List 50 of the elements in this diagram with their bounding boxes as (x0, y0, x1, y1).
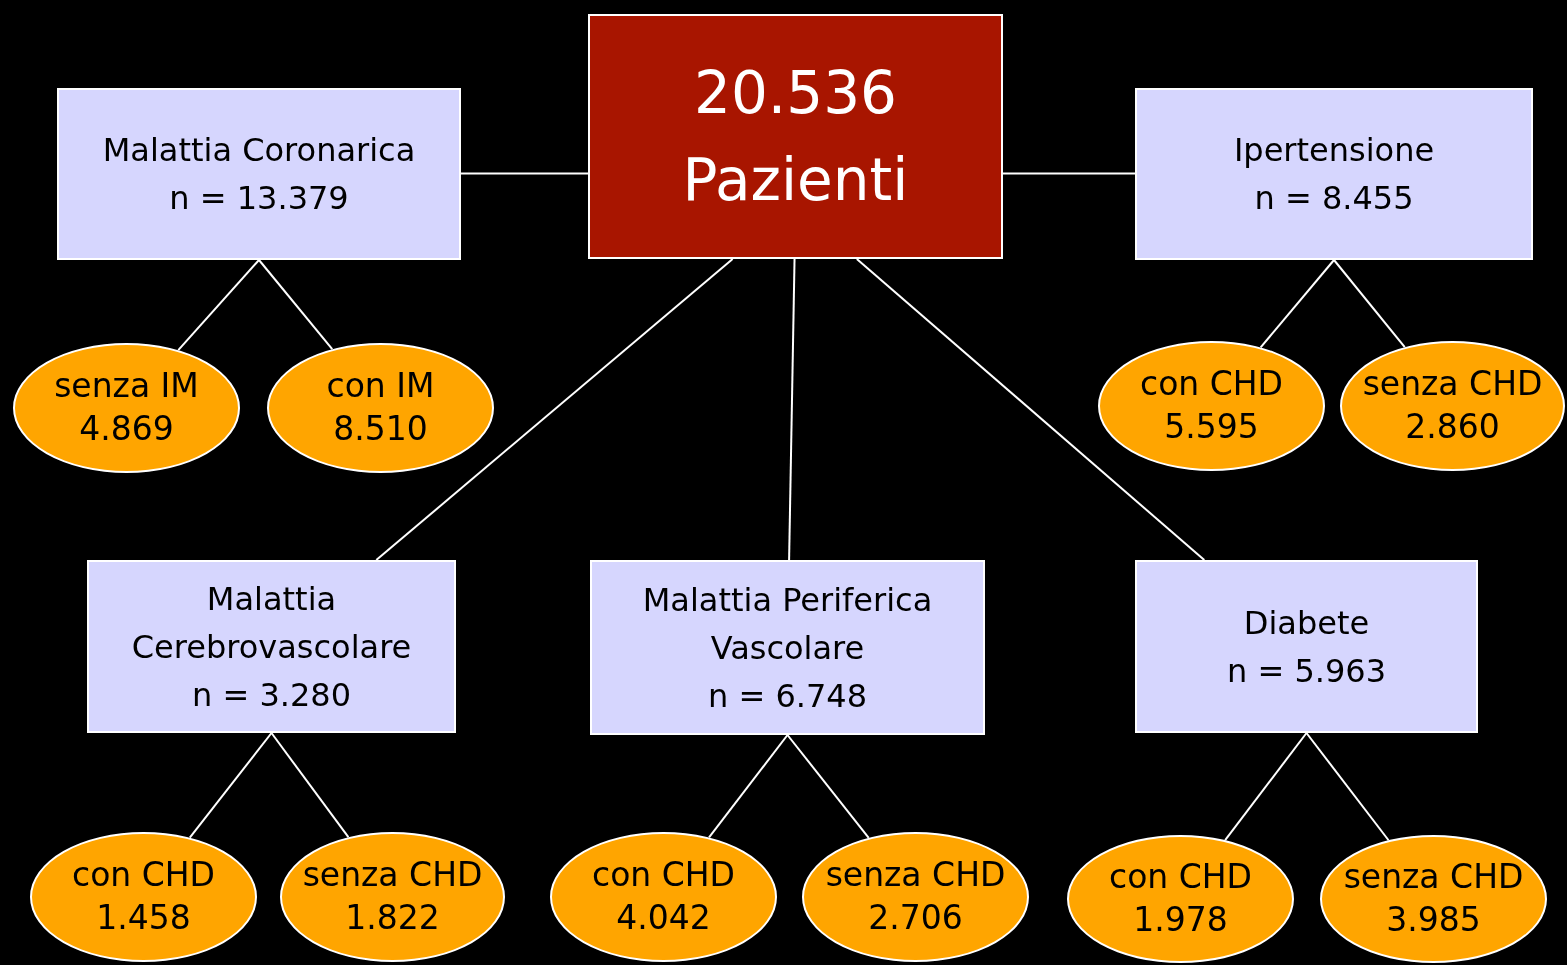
node-title: senza CHD (302, 854, 483, 897)
node-title: con IM (326, 365, 435, 408)
connector-line (786, 734, 870, 839)
node-value: n = 3.280 (191, 674, 351, 716)
node-title: senza CHD (1343, 856, 1524, 899)
node-value: n = 5.963 (1226, 650, 1386, 692)
connector-line (270, 732, 350, 839)
node-value: 3.985 (1386, 899, 1481, 941)
node-value: n = 6.748 (707, 675, 867, 717)
node-value: 4.869 (79, 408, 174, 450)
category-box (87, 560, 456, 733)
node-value: 2.706 (868, 897, 963, 939)
node-title: con CHD (1140, 363, 1283, 406)
connector-line (1259, 259, 1335, 349)
node-value: 1.822 (345, 897, 440, 939)
connector-line (788, 258, 796, 561)
connector-line (177, 259, 260, 352)
connector-line (708, 734, 789, 839)
connector-line (855, 258, 1206, 561)
node-title: senza CHD (825, 854, 1006, 897)
node-value: n = 8.455 (1254, 178, 1414, 219)
node-value: 1.978 (1133, 899, 1228, 941)
node-title: Diabete (1243, 602, 1370, 644)
node-value: 2.860 (1405, 406, 1500, 448)
connector-line (1333, 259, 1406, 349)
node-value: 5.595 (1164, 406, 1259, 448)
connector-line (460, 172, 589, 175)
category-box (1135, 560, 1478, 733)
node-value: 4.042 (616, 897, 711, 939)
node-title: senza CHD (1362, 363, 1543, 406)
connector-line (188, 732, 273, 839)
node-title: Malattia Coronarica (102, 130, 416, 171)
node-title: con CHD (1109, 856, 1252, 899)
category-box (590, 560, 985, 735)
node-value: 1.458 (96, 897, 191, 939)
node-value: n = 13.379 (169, 178, 349, 219)
connector-line (1002, 172, 1136, 175)
connector-line (375, 258, 734, 561)
node-title: senza IM (54, 365, 199, 408)
node-title: con CHD (72, 854, 215, 897)
connector-line (258, 259, 334, 351)
category-box (1135, 88, 1533, 260)
node-title: 20.536 Pazienti (681, 57, 910, 216)
connector-line (1305, 732, 1390, 842)
node-value: 8.510 (333, 408, 428, 450)
node-title: Ipertensione (1233, 130, 1435, 171)
node-title: con CHD (592, 854, 735, 897)
total-box (588, 14, 1003, 259)
category-box (57, 88, 461, 260)
connector-line (1224, 732, 1308, 842)
